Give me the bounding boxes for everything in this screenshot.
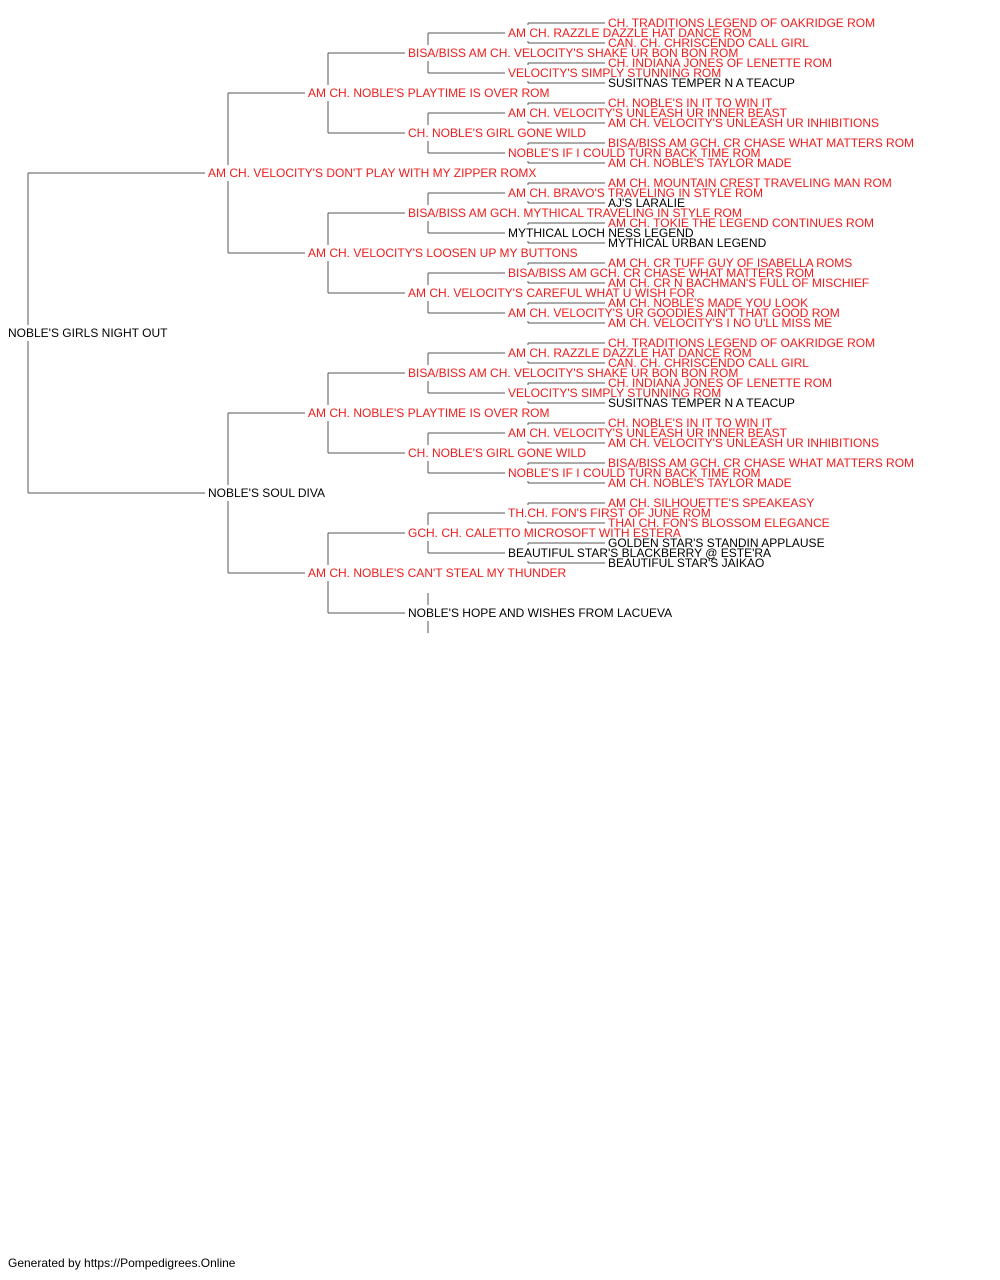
sire-name[interactable]: AM CH. NOBLE'S PLAYTIME IS OVER ROM: [308, 406, 550, 420]
dam-name[interactable]: CAN. CH. CHRISCENDO CALL GIRL: [608, 356, 809, 370]
dam-name[interactable]: AM CH. NOBLE'S TAYLOR MADE: [608, 476, 792, 490]
sire-name[interactable]: CH. NOBLE'S IN IT TO WIN IT: [608, 96, 773, 110]
dam-name[interactable]: AM CH. CR N BACHMAN'S FULL OF MISCHIEF: [608, 276, 870, 290]
sire-name[interactable]: GOLDEN STAR'S STANDIN APPLAUSE: [608, 536, 825, 550]
sire-name[interactable]: BISA/BISS AM CH. VELOCITY'S SHAKE UR BON…: [408, 46, 739, 60]
dam-name[interactable]: VELOCITY'S SIMPLY STUNNING ROM: [508, 66, 722, 80]
footer-credit[interactable]: Generated by https://Pompedigrees.Online: [8, 1256, 236, 1270]
dam-name[interactable]: NOBLE'S IF I COULD TURN BACK TIME ROM: [508, 466, 761, 480]
sire-name[interactable]: BISA/BISS AM GCH. CR CHASE WHAT MATTERS …: [608, 456, 915, 470]
dam-name[interactable]: AM CH. VELOCITY'S LOOSEN UP MY BUTTONS: [308, 246, 578, 260]
dam-name[interactable]: AM CH. VELOCITY'S UNLEASH UR INHIBITIONS: [608, 116, 880, 130]
dam-name[interactable]: CH. NOBLE'S GIRL GONE WILD: [408, 126, 586, 140]
sire-name[interactable]: BISA/BISS AM GCH. MYTHICAL TRAVELING IN …: [408, 206, 742, 220]
dam-name[interactable]: VELOCITY'S SIMPLY STUNNING ROM: [508, 386, 722, 400]
sire-name[interactable]: BISA/BISS AM GCH. CR CHASE WHAT MATTERS …: [508, 266, 815, 280]
dam-name[interactable]: AM CH. VELOCITY'S CAREFUL WHAT U WISH FO…: [408, 286, 695, 300]
dam-name[interactable]: NOBLE'S HOPE AND WISHES FROM LACUEVA: [408, 606, 673, 620]
sire-name[interactable]: AM CH. CR TUFF GUY OF ISABELLA ROMS: [608, 256, 853, 270]
dam-name[interactable]: SUSITNAS TEMPER N A TEACUP: [608, 76, 795, 90]
dam-name[interactable]: MYTHICAL URBAN LEGEND: [608, 236, 767, 250]
sire-name[interactable]: AM CH. TOKIE THE LEGEND CONTINUES ROM: [608, 216, 875, 230]
dam-name[interactable]: NOBLE'S IF I COULD TURN BACK TIME ROM: [508, 146, 761, 160]
sire-name[interactable]: TH.CH. FON'S FIRST OF JUNE ROM: [508, 506, 711, 520]
dam-name[interactable]: AM CH. NOBLE'S CAN'T STEAL MY THUNDER: [308, 566, 567, 580]
dam-name[interactable]: BEAUTIFUL STAR'S BLACKBERRY @ ESTE'RA: [508, 546, 772, 560]
dam-name[interactable]: NOBLE'S SOUL DIVA: [208, 486, 325, 500]
sire-name[interactable]: AM CH. SILHOUETTE'S SPEAKEASY: [608, 496, 815, 510]
sire-name[interactable]: CH. INDIANA JONES OF LENETTE ROM: [608, 56, 833, 70]
dam-name[interactable]: SUSITNAS TEMPER N A TEACUP: [608, 396, 795, 410]
dam-name[interactable]: THAI CH. FON'S BLOSSOM ELEGANCE: [608, 516, 830, 530]
sire-name[interactable]: AM CH. VELOCITY'S UNLEASH UR INNER BEAST: [508, 426, 788, 440]
sire-name[interactable]: AM CH. RAZZLE DAZZLE HAT DANCE ROM: [508, 346, 752, 360]
sire-name[interactable]: AM CH. MOUNTAIN CREST TRAVELING MAN ROM: [608, 176, 892, 190]
sire-name[interactable]: AM CH. NOBLE'S MADE YOU LOOK: [608, 296, 809, 310]
dam-name[interactable]: AJ'S LARALIE: [608, 196, 685, 210]
sire-name[interactable]: BISA/BISS AM GCH. CR CHASE WHAT MATTERS …: [608, 136, 915, 150]
dam-name[interactable]: AM CH. VELOCITY'S I NO U'LL MISS ME: [608, 316, 833, 330]
dam-name[interactable]: BEAUTIFUL STAR'S JAIKAO: [608, 556, 765, 570]
dam-name[interactable]: AM CH. NOBLE'S TAYLOR MADE: [608, 156, 792, 170]
subject-dog-name[interactable]: NOBLE'S GIRLS NIGHT OUT: [8, 326, 168, 340]
dam-name[interactable]: CAN. CH. CHRISCENDO CALL GIRL: [608, 36, 809, 50]
dam-name[interactable]: AM CH. VELOCITY'S UNLEASH UR INHIBITIONS: [608, 436, 880, 450]
sire-name[interactable]: BISA/BISS AM CH. VELOCITY'S SHAKE UR BON…: [408, 366, 739, 380]
sire-name[interactable]: AM CH. NOBLE'S PLAYTIME IS OVER ROM: [308, 86, 550, 100]
dam-name[interactable]: AM CH. VELOCITY'S UR GOODIES AIN'T THAT …: [508, 306, 840, 320]
sire-name[interactable]: CH. NOBLE'S IN IT TO WIN IT: [608, 416, 773, 430]
sire-name[interactable]: CH. INDIANA JONES OF LENETTE ROM: [608, 376, 833, 390]
dam-name[interactable]: CH. NOBLE'S GIRL GONE WILD: [408, 446, 586, 460]
sire-name[interactable]: AM CH. BRAVO'S TRAVELING IN STYLE ROM: [508, 186, 764, 200]
sire-name[interactable]: GCH. CH. CALETTO MICROSOFT WITH ESTERA: [408, 526, 681, 540]
sire-name[interactable]: CH. TRADITIONS LEGEND OF OAKRIDGE ROM: [608, 16, 876, 30]
sire-name[interactable]: AM CH. RAZZLE DAZZLE HAT DANCE ROM: [508, 26, 752, 40]
sire-name[interactable]: CH. TRADITIONS LEGEND OF OAKRIDGE ROM: [608, 336, 876, 350]
dam-name[interactable]: MYTHICAL LOCH NESS LEGEND: [508, 226, 694, 240]
sire-name[interactable]: AM CH. VELOCITY'S UNLEASH UR INNER BEAST: [508, 106, 788, 120]
sire-name[interactable]: AM CH. VELOCITY'S DON'T PLAY WITH MY ZIP…: [208, 166, 537, 180]
